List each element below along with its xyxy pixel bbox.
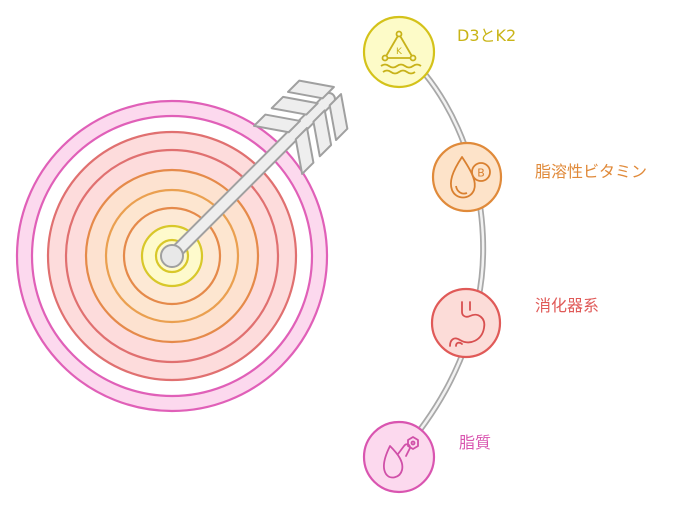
vitamin-b-drop-icon: B (449, 156, 491, 199)
hand-molecule-icon (383, 436, 419, 479)
arrow-tip (160, 244, 184, 268)
stomach-icon (449, 301, 486, 347)
node-d3-k2: K (362, 15, 436, 89)
node-digestive-system (430, 287, 502, 359)
node-fat-soluble-vitamins: B (431, 141, 503, 213)
label-d3-k2: D3とK2 (457, 26, 517, 45)
arrow-fletching (253, 79, 349, 175)
label-digestive-system: 消化器系 (535, 296, 600, 315)
label-fat-soluble-vitamins: 脂溶性ビタミン (535, 162, 648, 181)
svg-text:B: B (477, 167, 485, 180)
triangle-k-icon: K (380, 30, 422, 75)
connector-arc (397, 47, 487, 458)
arrow (160, 79, 349, 268)
label-lipids: 脂質 (459, 433, 492, 452)
svg-text:K: K (396, 47, 403, 57)
node-lipids (362, 420, 436, 494)
